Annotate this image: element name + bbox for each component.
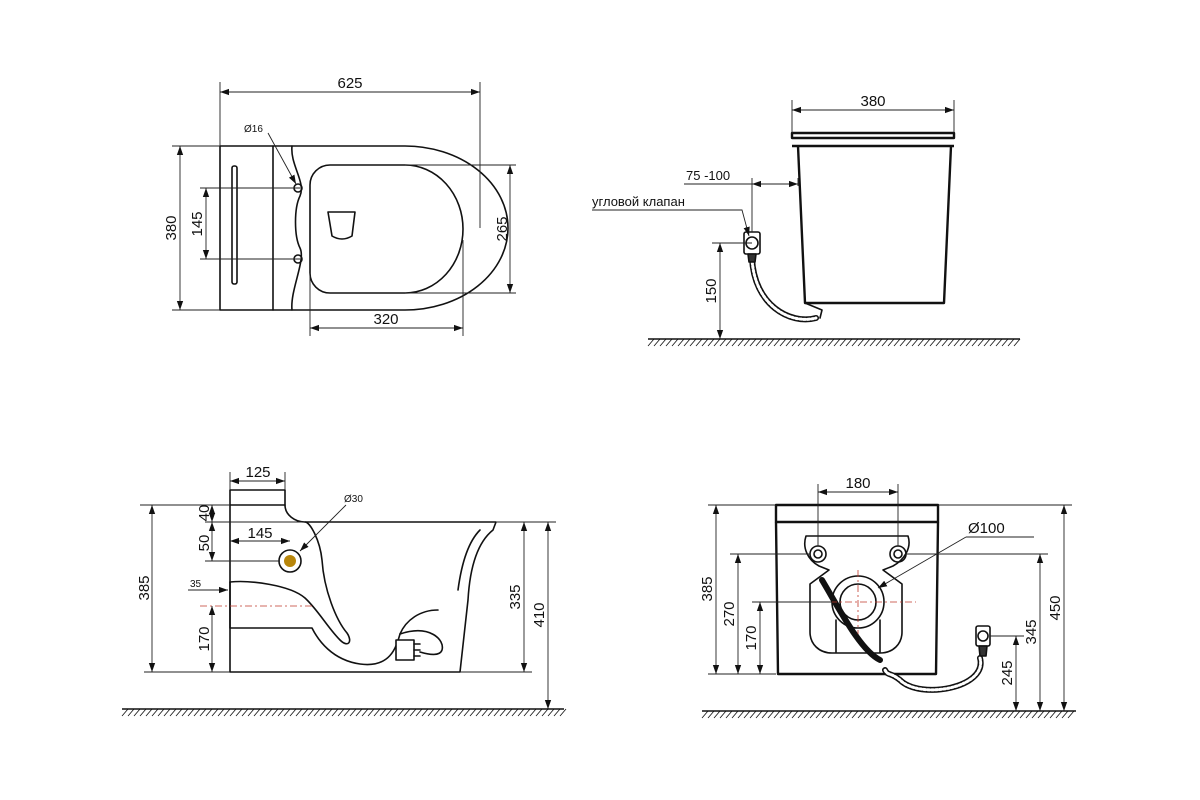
dim-side-inlet-drop: 50 — [196, 535, 213, 552]
dim-side-outlet-height: 170 — [196, 626, 213, 651]
front-view: 380 75 -100 угловой клапан 150 — [592, 93, 1021, 347]
dim-back-valve-height: 245 — [999, 660, 1016, 685]
dim-side-rim-height: 335 — [507, 584, 524, 609]
front-outline — [790, 131, 956, 319]
label-back-outlet-dia: Ø100 — [968, 520, 1005, 537]
dim-top-depth: 380 — [163, 215, 180, 240]
label-bolt-dia: Ø16 — [244, 124, 263, 135]
dim-top-seat-length: 320 — [373, 311, 398, 328]
label-angle-valve: угловой клапан — [592, 194, 685, 209]
side-view: 125 40 50 145 Ø30 35 385 170 335 410 — [121, 464, 567, 717]
back-ground — [701, 710, 1076, 719]
top-view-outline — [219, 145, 509, 311]
dim-side-top-rim: 40 — [196, 505, 213, 522]
back-outline — [774, 503, 991, 693]
dim-side-top-offset: 125 — [245, 464, 270, 481]
top-view-dimensions: 625 380 145 265 320 Ø16 — [163, 75, 516, 336]
dim-side-outlet-offset: 35 — [190, 579, 202, 590]
dim-top-width: 625 — [337, 75, 362, 92]
label-side-inlet-dia: Ø30 — [344, 494, 363, 505]
dim-back-bolt-height: 270 — [721, 601, 738, 626]
dim-back-bolt-height-right: 345 — [1023, 619, 1040, 644]
dim-back-bolt-spacing: 180 — [845, 475, 870, 492]
front-valve — [743, 231, 819, 323]
dim-top-mount-spacing: 145 — [189, 211, 206, 236]
dim-back-total-height-left: 385 — [699, 576, 716, 601]
side-outline — [200, 489, 497, 673]
dim-front-valve-height: 150 — [703, 278, 720, 303]
dim-front-width: 380 — [860, 93, 885, 110]
dim-front-valve-offset: 75 -100 — [686, 168, 730, 183]
dim-back-total-height: 450 — [1047, 595, 1064, 620]
side-ground — [121, 708, 567, 717]
side-dimensions: 125 40 50 145 Ø30 35 385 170 335 410 — [136, 464, 556, 709]
front-dimensions: 380 75 -100 угловой клапан 150 — [592, 93, 955, 339]
front-ground — [647, 338, 1021, 347]
dim-side-total-height: 410 — [531, 602, 548, 627]
back-dimensions: 180 Ø100 385 270 170 245 345 450 — [699, 475, 1072, 711]
top-view: 625 380 145 265 320 Ø16 — [163, 75, 516, 336]
dim-side-inlet-offset: 145 — [247, 525, 272, 542]
dim-top-seat-width: 265 — [494, 216, 511, 241]
dim-back-outlet-height: 170 — [743, 625, 760, 650]
back-view: 180 Ø100 385 270 170 245 345 450 — [699, 475, 1076, 719]
dim-side-total-height-left: 385 — [136, 575, 153, 600]
